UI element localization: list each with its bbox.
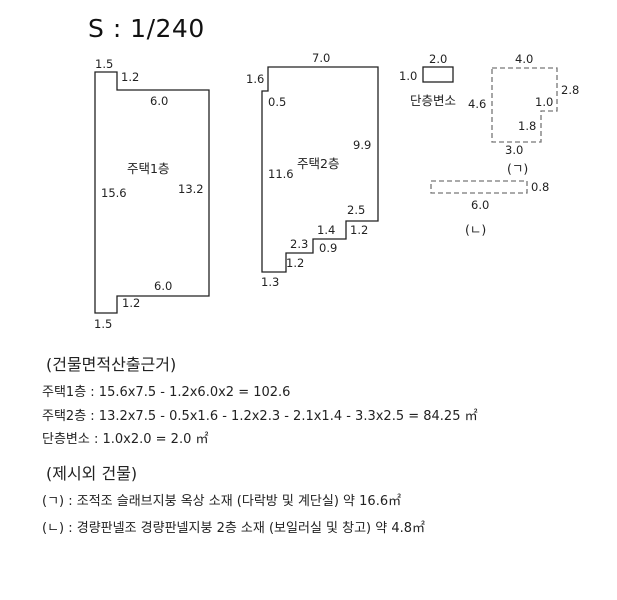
- attic-top: 4.0: [515, 52, 534, 66]
- scale-label: S : 1/240: [88, 14, 205, 43]
- toilet-width: 2.0: [429, 52, 448, 66]
- calc-line-3: 단층변소 : 1.0x2.0 = 2.0 ㎡: [42, 432, 209, 447]
- attic-in-v: 1.0: [535, 95, 554, 109]
- house1-bottom-width: 1.5: [94, 317, 113, 331]
- house2-label: 주택2층: [297, 156, 340, 171]
- house1-outline: [94, 71, 210, 314]
- house2-s7: 1.3: [261, 275, 280, 289]
- house2-left-step: 1.6: [246, 72, 265, 86]
- attic-outline: [491, 67, 558, 143]
- calc-line-1: 주택1층 : 15.6x7.5 - 1.2x6.0x2 = 102.6: [42, 385, 291, 400]
- house1-step-bottom: 1.2: [122, 296, 141, 310]
- boiler-outline: [430, 180, 528, 194]
- house1-width-bottom: 6.0: [154, 279, 173, 293]
- toilet-height: 1.0: [399, 69, 418, 83]
- house2-top: 7.0: [312, 51, 331, 65]
- attic-bottom: 3.0: [505, 143, 524, 157]
- calc-line-2: 주택2층 : 13.2x7.5 - 0.5x1.6 - 1.2x2.3 - 2.…: [42, 409, 478, 424]
- extra-header: (제시외 건물): [46, 464, 138, 483]
- house1-step-top: 1.2: [121, 70, 140, 84]
- house2-s3: 1.4: [317, 223, 336, 237]
- house2-s2: 1.2: [350, 223, 369, 237]
- boiler-label: (ㄴ): [465, 222, 487, 237]
- house2-step-in: 0.5: [268, 95, 287, 109]
- house1-height-right: 13.2: [178, 182, 204, 196]
- house1-label: 주택1층: [127, 161, 170, 176]
- house2-left: 11.6: [268, 167, 294, 181]
- calc-header: (건물면적산출근거): [46, 355, 177, 374]
- house2-s6: 1.2: [286, 256, 305, 270]
- attic-right: 2.8: [561, 83, 580, 97]
- attic-in-h: 1.8: [518, 119, 537, 133]
- house2-s4: 0.9: [319, 241, 338, 255]
- toilet-label: 단층변소: [410, 93, 457, 108]
- house2-outline: [261, 66, 379, 273]
- house2-s1: 2.5: [347, 203, 366, 217]
- boiler-height: 0.8: [531, 180, 550, 194]
- house1-height-left: 15.6: [101, 186, 127, 200]
- attic-left: 4.6: [468, 97, 487, 111]
- house2-right: 9.9: [353, 138, 372, 152]
- toilet-outline: [422, 66, 454, 83]
- house1-top-width: 1.5: [95, 57, 114, 71]
- house2-s5: 2.3: [290, 237, 309, 251]
- boiler-width: 6.0: [471, 198, 490, 212]
- extra-line-1: (ㄱ) : 조적조 슬래브지붕 옥상 소재 (다락방 및 계단실) 약 16.6…: [42, 494, 402, 509]
- extra-line-2: (ㄴ) : 경량판넬조 경량판넬지붕 2층 소재 (보일러실 및 창고) 약 4…: [42, 521, 426, 536]
- house1-width-top: 6.0: [150, 94, 169, 108]
- attic-label: (ㄱ): [507, 161, 529, 176]
